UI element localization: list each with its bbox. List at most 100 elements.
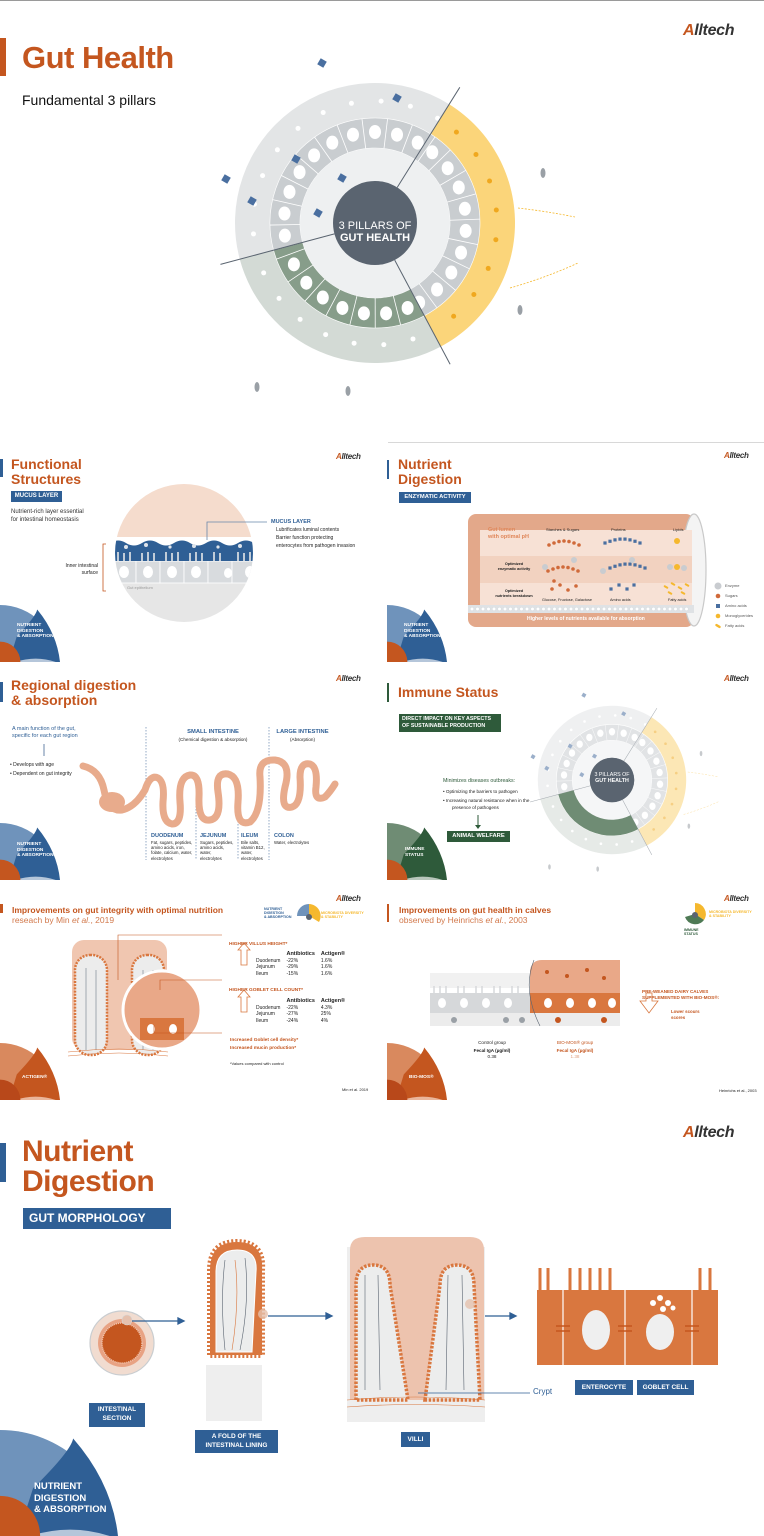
microbiota-sector [638, 717, 687, 846]
cell-nucleus [308, 148, 321, 163]
lumen-particle [643, 723, 647, 726]
three-pillars-diagram [220, 58, 579, 396]
cell-nucleus [654, 791, 661, 800]
cell-nucleus [459, 223, 472, 238]
sugar-icon [561, 565, 565, 569]
cell-border [579, 734, 590, 748]
product-label: Amino acids [610, 598, 631, 602]
region-name: COLON [274, 833, 294, 839]
lumen-particle [295, 125, 301, 131]
title-accent-bar [387, 904, 389, 922]
pathogen-icon [596, 866, 600, 872]
column-label: Lipids [673, 527, 684, 532]
villi-icon [346, 1237, 530, 1422]
label-enterocyte: ENTEROCYTE [575, 1380, 633, 1395]
epithelium-label: Gut epithelium [127, 585, 153, 590]
corner-base [402, 658, 443, 662]
title-accent-bar [0, 38, 6, 76]
lumen-particle [493, 237, 499, 243]
slide-title: Nutrient Digestion [398, 457, 462, 487]
corner-dot [0, 859, 21, 880]
legend-markers [714, 582, 722, 629]
lumen-particle [320, 110, 326, 116]
region-nutrients: water, [200, 850, 212, 856]
large-intestine-heading: LARGE INTESTINE (Absorption) [276, 729, 329, 742]
alltech-logo: Alltech [683, 1124, 735, 1141]
nutrient-diamond-icon [567, 743, 573, 749]
inner-label-line1: Inner intestinal [65, 563, 98, 569]
immune-cells [451, 1017, 525, 1023]
corner-dot [0, 641, 21, 662]
region-nutrients: Water, electrolytes [274, 840, 310, 845]
epithelial-cells [115, 560, 253, 584]
intestinal-section-icon [89, 1310, 155, 1376]
epithelial-cell [486, 606, 491, 611]
control-group-label: Control group Fecal IgA (µg/ml) 0.38 [473, 1040, 511, 1059]
alltech-logo: Alltech [336, 452, 361, 461]
title-line1: Functional [11, 456, 82, 472]
cell-nucleus [653, 757, 660, 765]
slide-title: Improvements on gut integrity with optim… [12, 905, 224, 915]
cell-border [625, 727, 633, 743]
cell-border [642, 805, 655, 816]
fatty-acid-icon [663, 585, 669, 589]
pathogen-icon [687, 823, 691, 829]
sugar-icon [550, 587, 554, 591]
cell-border [272, 199, 302, 207]
tube-footer: Higher levels of nutrients available for… [527, 616, 645, 622]
pillar-corner-badge [0, 605, 60, 662]
corner-petal [17, 1438, 118, 1536]
corner-base [15, 876, 56, 880]
treated-cells [530, 993, 620, 1013]
slide-biomos-study: Improvements on gut health in calves obs… [382, 880, 764, 1100]
cell-nucleus [445, 265, 458, 280]
pillar-corner-badge [0, 1430, 118, 1536]
center-label: 3 PILLARS OF GUT HEALTH [333, 220, 417, 245]
top-divider [0, 0, 764, 1]
down-arrow-icon [639, 992, 659, 1014]
slide-gut-health: Gut Health Fundamental 3 pillars Alltech… [0, 1, 764, 441]
fatty-acid-icon [677, 586, 683, 590]
lumen-particle [473, 152, 479, 158]
section-badge: GUT MORPHOLOGY [23, 1208, 171, 1229]
pillar-corner-badge [387, 823, 447, 880]
title-accent-bar [387, 683, 389, 702]
pillar-divider [623, 707, 658, 762]
lumen-particle [652, 828, 656, 831]
gut-morphology-illustration [89, 1237, 718, 1422]
epithelial-cell [563, 606, 568, 611]
lumen-particle [348, 100, 354, 106]
amino-acid-icon [613, 564, 617, 568]
region-nutrients: electrolytes [241, 855, 263, 861]
page-subtitle: Fundamental 3 pillars [22, 92, 156, 108]
epithelial-cell [607, 606, 612, 611]
legend-item-label: Sugars [725, 593, 738, 598]
slide-immune-status: Immune Status Alltech DIRECT IMPACT ON K… [382, 662, 764, 880]
cell-nucleus [568, 749, 576, 757]
label-goblet-cell: GOBLET CELL [637, 1380, 694, 1395]
region-name: DUODENUM [151, 833, 184, 839]
immune-sector [239, 250, 441, 363]
microvilli [117, 552, 251, 561]
cell-border [361, 118, 367, 149]
up-arrow-icon [237, 942, 251, 1013]
epithelial-cell [629, 606, 634, 611]
pillar-divider [396, 87, 461, 188]
corner-base [15, 658, 56, 662]
cell-nucleus [656, 768, 663, 777]
pillars-rings [220, 58, 579, 396]
cell-nucleus [560, 771, 568, 779]
villus-left [73, 953, 109, 1057]
lumen-particle [584, 837, 588, 841]
cell-nucleus [391, 127, 404, 142]
column-label: Proteins [611, 527, 626, 532]
epithelial-cell [480, 606, 485, 611]
cell-border [591, 728, 598, 743]
intro-text: A main function of the gut,specific for … [12, 726, 78, 739]
